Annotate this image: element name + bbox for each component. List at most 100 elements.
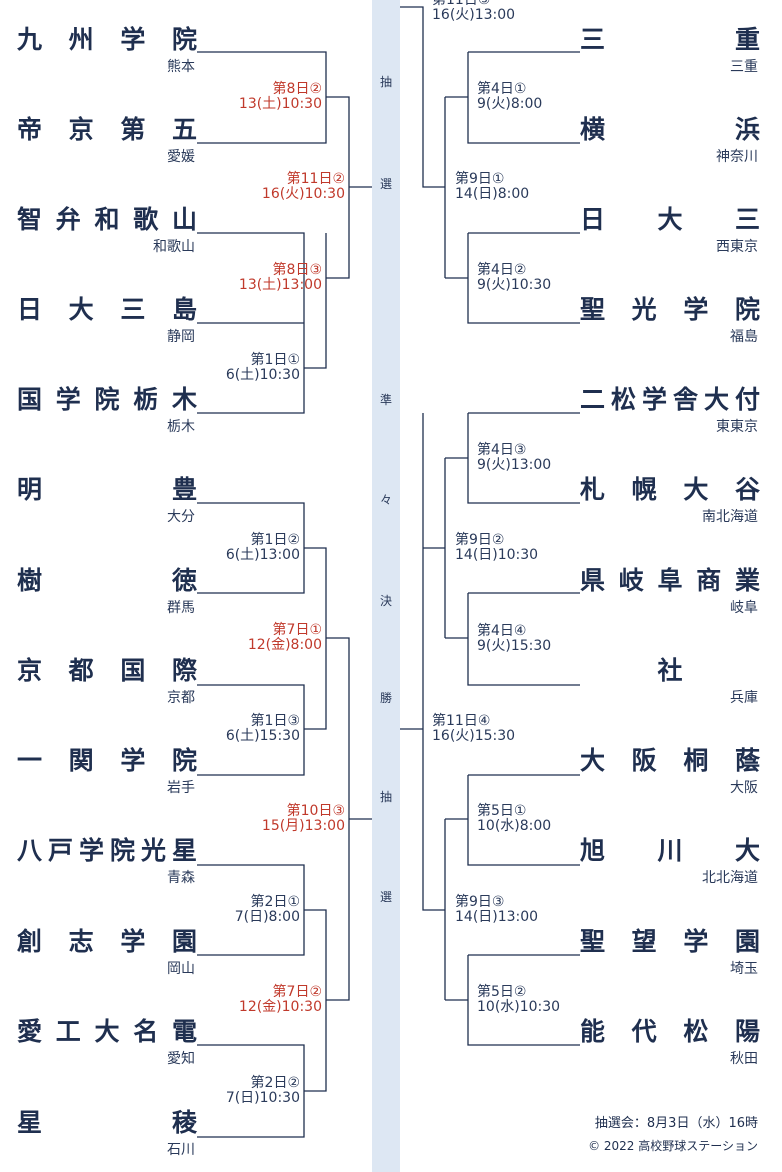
match-day: 第11日④ <box>432 713 491 729</box>
match-time: 7(日)8:00 <box>234 909 300 925</box>
team-prefecture: 神奈川 <box>716 149 758 165</box>
match-time: 9(火)15:30 <box>477 638 552 654</box>
match-time: 13(土)10:30 <box>238 96 322 112</box>
team-name: 二松学舎大付 <box>580 385 760 414</box>
team-prefecture: 三重 <box>730 59 758 75</box>
match-day: 第5日② <box>477 984 527 1000</box>
match-label: 第5日② 10(水)10:30 <box>477 985 560 1015</box>
match-day: 第2日② <box>250 1075 300 1091</box>
match-time: 7(日)10:30 <box>225 1090 300 1106</box>
team-prefecture: 栃木 <box>167 419 195 435</box>
match-day: 第8日② <box>272 81 322 97</box>
team-prefecture: 熊本 <box>167 59 195 75</box>
match-day: 第1日③ <box>250 713 300 729</box>
match-label: 第9日② 14(日)10:30 <box>455 533 538 563</box>
match-day: 第7日② <box>272 984 322 1000</box>
match-time: 12(金)8:00 <box>247 637 322 653</box>
match-day: 第4日① <box>477 81 527 97</box>
match-time: 13(土)13:00 <box>238 277 322 293</box>
match-label: 第1日③ 6(土)15:30 <box>226 714 300 744</box>
team-prefecture: 静岡 <box>167 329 195 345</box>
team-name: 旭川大 <box>580 836 760 865</box>
bracket-line <box>467 774 580 866</box>
team-prefecture: 埼玉 <box>730 961 758 977</box>
match-day: 第4日② <box>477 262 527 278</box>
match-time: 16(火)15:30 <box>432 728 516 744</box>
match-time: 6(土)13:00 <box>225 547 300 563</box>
team-prefecture: 秋田 <box>730 1051 758 1067</box>
match-day: 第10日③ <box>286 803 345 819</box>
center-char: 選 <box>379 177 392 191</box>
match-label: 第7日① 12(金)8:00 <box>248 623 322 653</box>
team-name: 能代松陽 <box>580 1017 760 1046</box>
team-prefecture: 大分 <box>167 509 195 525</box>
match-day: 第1日② <box>250 532 300 548</box>
team-name: 八戸学院光星 <box>17 836 197 865</box>
team-name: 国学院栃木 <box>17 385 197 414</box>
match-label: 第4日④ 9(火)15:30 <box>477 624 551 654</box>
center-char: 抽 <box>379 790 392 804</box>
match-day: 第1日① <box>250 352 300 368</box>
team-name: 札幌大谷 <box>580 475 760 504</box>
team-prefecture: 岩手 <box>167 780 195 796</box>
match-label: 第11日④ 16(火)15:30 <box>432 714 515 744</box>
match-time: 14(日)8:00 <box>455 186 530 202</box>
match-time: 15(月)13:00 <box>261 818 345 834</box>
team-name: 聖望学園 <box>580 927 760 956</box>
match-day: 第5日① <box>477 803 527 819</box>
draw-info: 抽選会：8月3日（水）16時 <box>594 1116 758 1131</box>
team-prefecture: 群馬 <box>167 600 195 616</box>
team-name: 愛工大名電 <box>17 1017 197 1046</box>
team-prefecture: 北北海道 <box>702 870 758 886</box>
team-prefecture: 愛媛 <box>167 149 195 165</box>
match-label: 第4日③ 9(火)13:00 <box>477 443 551 473</box>
center-char: 準 <box>379 393 392 407</box>
match-time: 16(火)10:30 <box>261 186 345 202</box>
team-name: 星稜 <box>17 1108 197 1137</box>
copyright: © 2022 高校野球ステーション <box>588 1139 758 1153</box>
bracket-line <box>467 232 580 324</box>
match-label: 第4日② 9(火)10:30 <box>477 263 551 293</box>
bracket-line <box>304 233 327 369</box>
center-char: 々 <box>379 493 392 507</box>
bracket-line <box>197 684 305 776</box>
match-label: 第10日③ 15(月)13:00 <box>262 804 345 834</box>
center-char: 決 <box>379 594 392 608</box>
team-name: 京都国際 <box>17 656 197 685</box>
match-label: 第9日① 14(日)8:00 <box>455 172 529 202</box>
match-time: 12(金)10:30 <box>238 999 322 1015</box>
match-label: 第1日② 6(土)13:00 <box>226 533 300 563</box>
team-prefecture: 青森 <box>167 870 195 886</box>
bracket-line <box>400 6 445 188</box>
match-time: 6(土)15:30 <box>225 728 300 744</box>
match-label: 第4日① 9(火)8:00 <box>477 82 542 112</box>
team-prefecture: 岐阜 <box>730 600 758 616</box>
team-prefecture: 愛知 <box>167 1051 195 1067</box>
bracket-line <box>400 413 445 911</box>
match-day: 第8日③ <box>272 262 322 278</box>
team-prefecture: 京都 <box>167 690 195 706</box>
match-time: 10(水)10:30 <box>477 999 561 1015</box>
match-day: 第9日① <box>455 171 505 187</box>
team-prefecture: 岡山 <box>167 961 195 977</box>
team-prefecture: 兵庫 <box>730 690 758 706</box>
match-time: 10(水)8:00 <box>477 818 552 834</box>
match-day: 第7日① <box>272 622 322 638</box>
center-char: 選 <box>379 890 392 904</box>
team-name: 日大三島 <box>17 295 197 324</box>
team-prefecture: 大阪 <box>730 780 758 796</box>
match-time: 9(火)13:00 <box>477 457 552 473</box>
match-time: 14(日)10:30 <box>455 547 539 563</box>
team-name: 日大三 <box>580 205 760 234</box>
match-label: 第11日③ 16(火)13:00 <box>432 0 515 23</box>
match-label: 第1日① 6(土)10:30 <box>226 353 300 383</box>
match-time: 9(火)10:30 <box>477 277 552 293</box>
match-label: 第2日② 7(日)10:30 <box>226 1076 300 1106</box>
bracket-line <box>467 954 580 1046</box>
team-name: 樹徳 <box>17 566 197 595</box>
team-prefecture: 南北海道 <box>702 509 758 525</box>
match-time: 9(火)8:00 <box>477 96 543 112</box>
center-draw-column <box>372 0 400 1172</box>
team-name: 九州学院 <box>17 25 197 54</box>
